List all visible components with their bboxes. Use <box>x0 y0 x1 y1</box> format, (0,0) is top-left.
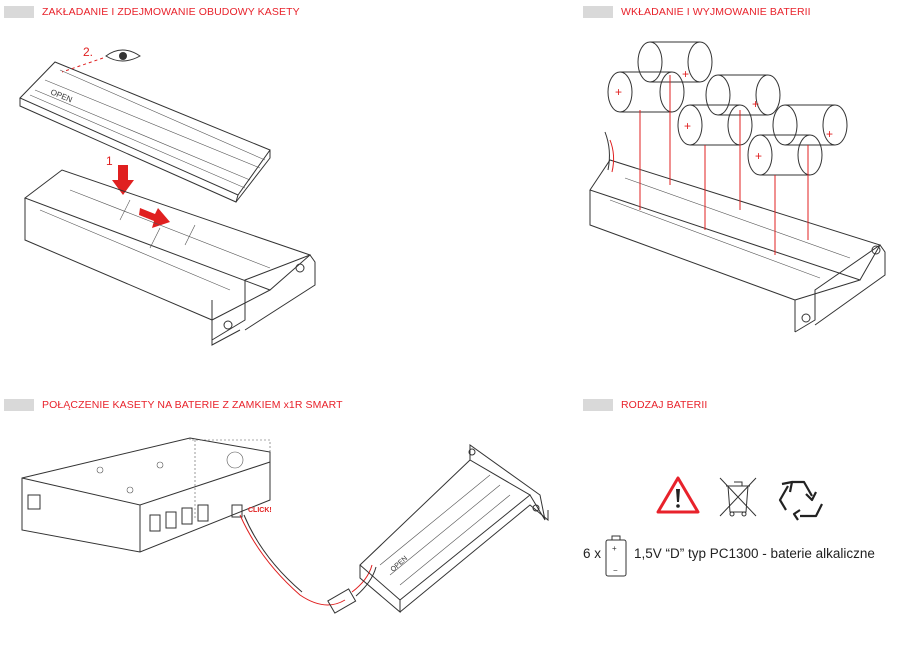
recycle-icon <box>778 480 823 521</box>
step-1-label: 1 <box>106 154 113 168</box>
svg-text:+: + <box>755 149 762 163</box>
battery-cell: + <box>637 41 713 83</box>
battery-cell: + <box>607 71 685 113</box>
lock-body <box>21 437 271 553</box>
battery-description: 1,5V “D” typ PC1300 - baterie alkaliczne <box>634 546 875 561</box>
case-lid <box>19 61 271 203</box>
battery-case-closed <box>359 444 549 614</box>
section-title: ZAKŁADANIE I ZDEJMOWANIE OBUDOWY KASETY <box>42 6 300 18</box>
svg-text:+: + <box>826 127 833 141</box>
wire-connector <box>327 588 357 614</box>
eye-icon <box>105 49 141 62</box>
warning-icon <box>656 476 700 514</box>
step-2-label: 2. <box>83 45 93 59</box>
case-open-label: OPEN <box>390 555 409 573</box>
svg-text:+: + <box>684 119 691 133</box>
crossed-bin-icon <box>719 477 757 517</box>
svg-text:+: + <box>612 544 617 553</box>
header-bar <box>583 399 613 411</box>
header-bar <box>583 6 613 18</box>
svg-text:+: + <box>615 85 622 99</box>
header-bar <box>4 6 34 18</box>
right-arrow-icon <box>139 208 170 228</box>
section-header-case-assembly: ZAKŁADANIE I ZDEJMOWANIE OBUDOWY KASETY <box>4 5 300 19</box>
svg-text:+: + <box>752 97 759 111</box>
battery-count: 6 x <box>583 546 602 561</box>
header-bar <box>4 399 34 411</box>
battery-cell: + <box>677 104 753 146</box>
svg-text:+: + <box>682 67 689 81</box>
svg-text:−: − <box>613 566 618 575</box>
battery-cell: + <box>772 104 848 146</box>
battery-cell: + <box>747 134 823 176</box>
click-label: CLICK! <box>248 507 272 514</box>
down-arrow-icon <box>112 165 134 195</box>
battery-cell: + <box>705 74 781 116</box>
section-header-battery-insert: WKŁADANIE I WYJMOWANIE BATERII <box>583 5 811 19</box>
battery-icon: + − <box>605 535 627 577</box>
section-header-battery-type: RODZAJ BATERII <box>583 398 707 412</box>
section-title: WKŁADANIE I WYJMOWANIE BATERII <box>621 6 811 18</box>
section-title: RODZAJ BATERII <box>621 399 708 411</box>
case-tray <box>23 169 316 346</box>
battery-tray <box>589 131 886 333</box>
section-title: POŁĄCZENIE KASETY NA BATERIE Z ZAMKIEM x… <box>42 399 343 411</box>
section-header-connection: POŁĄCZENIE KASETY NA BATERIE Z ZAMKIEM x… <box>4 398 343 412</box>
